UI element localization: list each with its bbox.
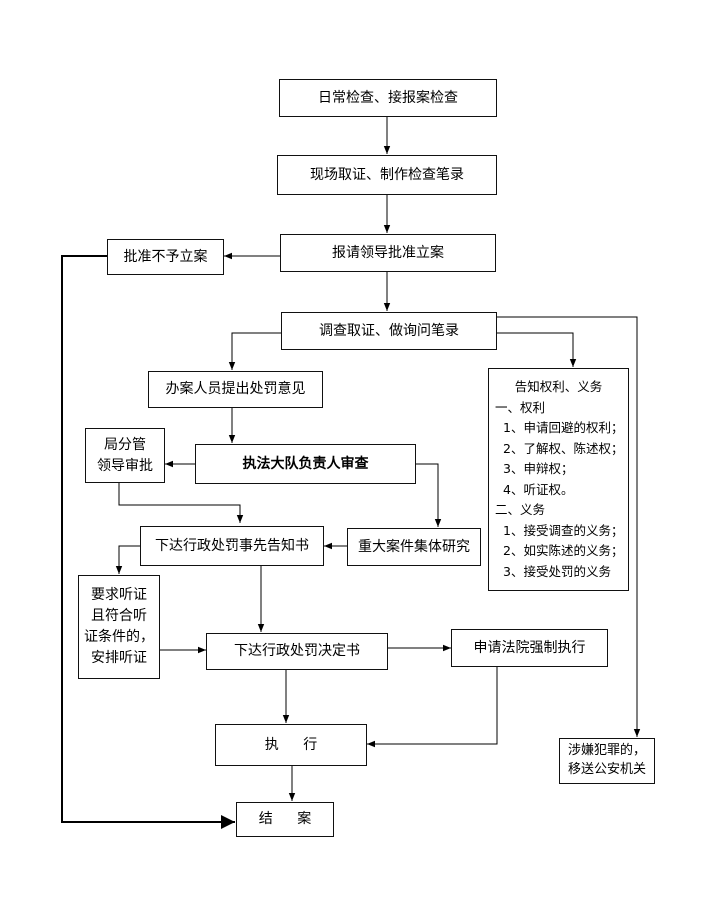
node-execute: 执 行	[215, 724, 367, 766]
node-not-approved: 批准不予立案	[107, 239, 224, 275]
node-prior-notice: 下达行政处罚事先告知书	[140, 526, 324, 566]
node-collective-study: 重大案件集体研究	[347, 528, 481, 566]
node-officer-opinion: 办案人员提出处罚意见	[148, 371, 323, 408]
duty-item-2: 2、如实陈述的义务；	[503, 543, 624, 558]
rights-heading: 一、权利	[495, 399, 546, 415]
node-investigation: 调查取证、做询问笔录	[281, 312, 497, 350]
arrow-review-to-collective	[416, 463, 442, 527]
duties-heading: 二、义务	[495, 502, 546, 517]
node-evidence-record: 现场取证、制作检查笔录	[277, 155, 497, 195]
hearing-line-1: 要求听证	[91, 587, 147, 603]
hearing-line-3: 证条件的，	[84, 629, 154, 645]
node-report-approval: 报请领导批准立案	[280, 234, 496, 272]
arrow-court-to-execute	[367, 667, 498, 748]
transfer-police-line-2: 移送公安机关	[567, 762, 646, 777]
node-hearing: 要求听证 且符合听 证条件的， 安排听证	[78, 575, 160, 679]
arrow-investigation-to-police	[497, 316, 641, 737]
rights-box-title: 告知权利、义务	[514, 379, 603, 394]
arrow-investigation-to-rights	[497, 332, 577, 367]
hearing-line-4: 安排听证	[91, 650, 147, 666]
bureau-approval-line-1: 局分管	[104, 436, 146, 453]
node-decision: 下达行政处罚决定书	[206, 633, 388, 670]
transfer-police-line-1: 涉嫌犯罪的，	[567, 743, 646, 759]
hearing-line-2: 且符合听	[91, 608, 147, 624]
right-item-4: 4、听证权。	[503, 481, 574, 497]
right-item-2: 2、了解权、陈述权；	[503, 440, 624, 456]
node-transfer-police: 涉嫌犯罪的， 移送公安机关	[559, 738, 655, 784]
duty-item-1: 1、接受调查的义务；	[503, 522, 624, 538]
right-item-3: 3、申辩权；	[503, 461, 574, 476]
arrow-investigation-to-opinion	[228, 332, 281, 370]
duty-item-3: 3、接受处罚的义务	[503, 563, 611, 579]
node-close-case: 结 案	[236, 802, 334, 837]
node-bureau-approval: 局分管 领导审批	[85, 428, 165, 483]
node-brigade-review: 执法大队负责人审查	[195, 444, 416, 484]
arrow-not-approved-to-close	[61, 255, 235, 829]
arrow-notice-to-hearing	[115, 545, 140, 574]
node-daily-check: 日常检查、接报案检查	[279, 79, 497, 117]
right-item-1: 1、申请回避的权利；	[503, 420, 624, 435]
node-court-enforcement: 申请法院强制执行	[451, 629, 608, 667]
rights-duties-box: 告知权利、义务 一、权利 1、申请回避的权利； 2、了解权、陈述权； 3、申辩权…	[488, 368, 629, 591]
bureau-approval-line-2: 领导审批	[97, 457, 153, 474]
arrow-bureau-to-notice	[118, 483, 244, 523]
